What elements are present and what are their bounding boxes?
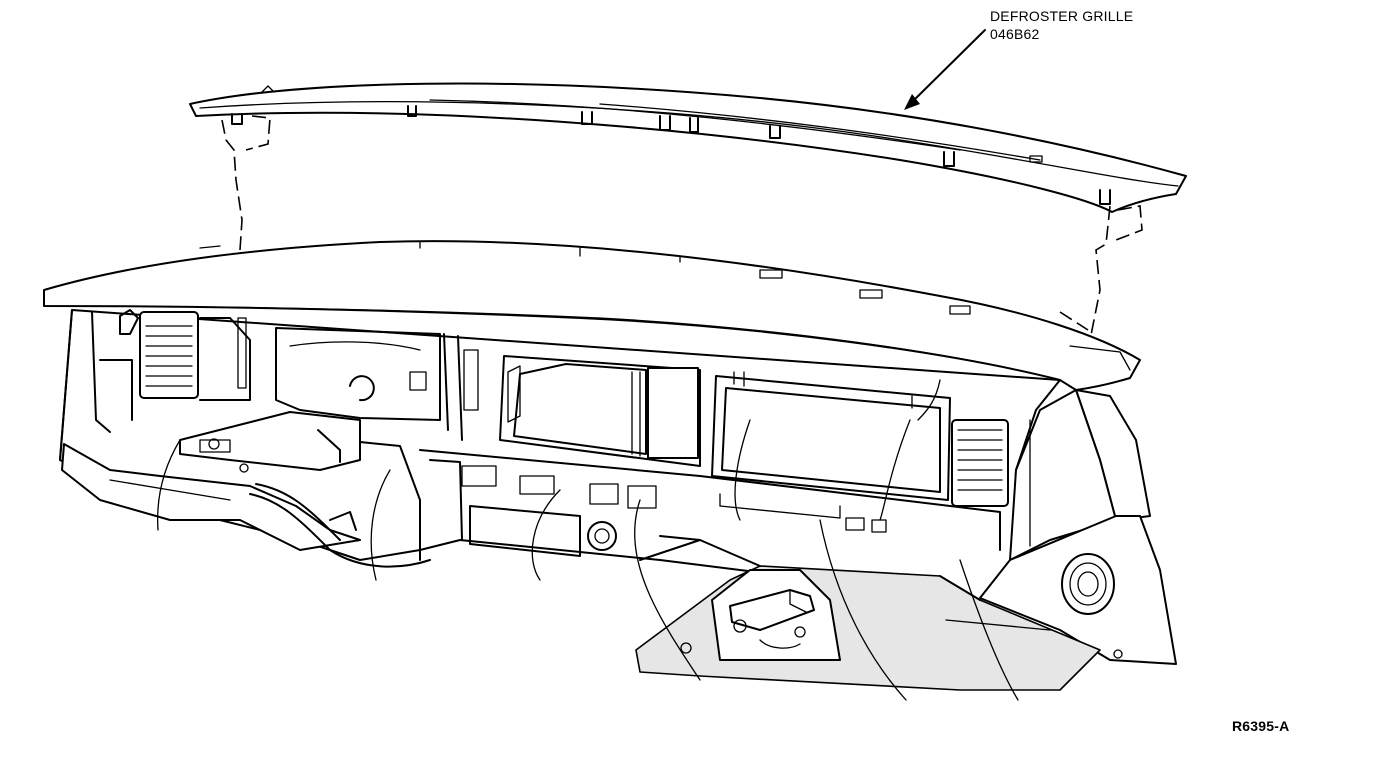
arrow-icon bbox=[904, 94, 920, 110]
reference-curves bbox=[156, 379, 1019, 701]
callout-leader bbox=[904, 29, 986, 110]
glove-box-door bbox=[635, 535, 1101, 691]
right-end-cap bbox=[979, 389, 1177, 665]
installation-path-lines bbox=[221, 115, 1143, 353]
figure-reference-id: R6395-A bbox=[1232, 718, 1290, 734]
callout-part-number: 046B62 bbox=[990, 26, 1040, 42]
callout-part-name: DEFROSTER GRILLE bbox=[990, 8, 1134, 24]
defroster-grille bbox=[189, 82, 1187, 213]
instrument-panel-body bbox=[59, 309, 1061, 601]
instrument-panel-pad bbox=[43, 240, 1141, 391]
